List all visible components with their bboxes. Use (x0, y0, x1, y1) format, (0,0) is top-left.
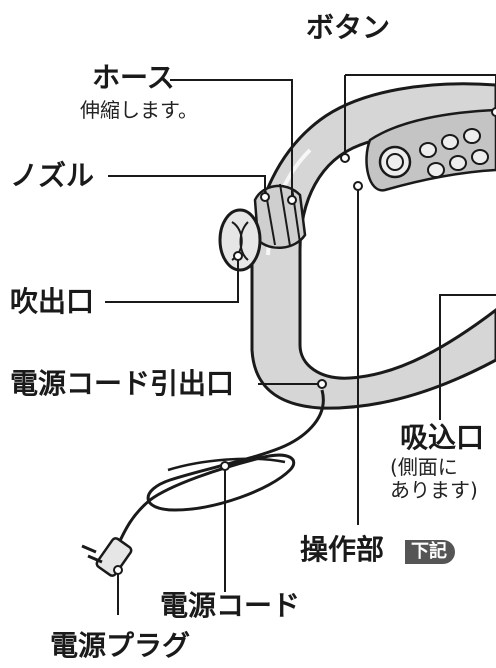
dial (378, 145, 412, 179)
panel-button-1 (419, 142, 437, 158)
label-cord-exit: 電源コード引出口 (10, 367, 235, 400)
control-badge[interactable]: 下記 (405, 540, 455, 564)
label-hose-note: 伸縮します。 (80, 98, 198, 122)
label-button: ボタン (306, 11, 391, 44)
panel-button-4 (427, 162, 445, 178)
label-plug: 電源プラグ (50, 629, 191, 662)
label-cord: 電源コード (160, 589, 301, 622)
leader-intake (439, 294, 496, 420)
label-intake: 吸込口 (400, 421, 485, 454)
leader-button (344, 74, 496, 158)
leader-nozzle (108, 175, 266, 195)
label-control: 操作部 (300, 533, 385, 566)
panel-button-6 (471, 149, 489, 165)
leader-hose (170, 79, 293, 198)
label-hose: ホース (92, 61, 175, 94)
panel-button-5 (449, 155, 467, 171)
plug (95, 537, 133, 577)
panel-button-3 (463, 128, 481, 144)
label-nozzle: ノズル (10, 159, 95, 192)
dryer-body (250, 82, 496, 410)
label-outlet: 吹出口 (10, 285, 95, 318)
panel-button-2 (441, 134, 459, 150)
intake-note-line1: 側面に (397, 455, 458, 479)
leader-outlet (105, 258, 239, 303)
intake-note-line2: あります (390, 478, 470, 502)
power-cord (116, 389, 325, 546)
label-intake-note: (側面に あります) (390, 455, 478, 502)
